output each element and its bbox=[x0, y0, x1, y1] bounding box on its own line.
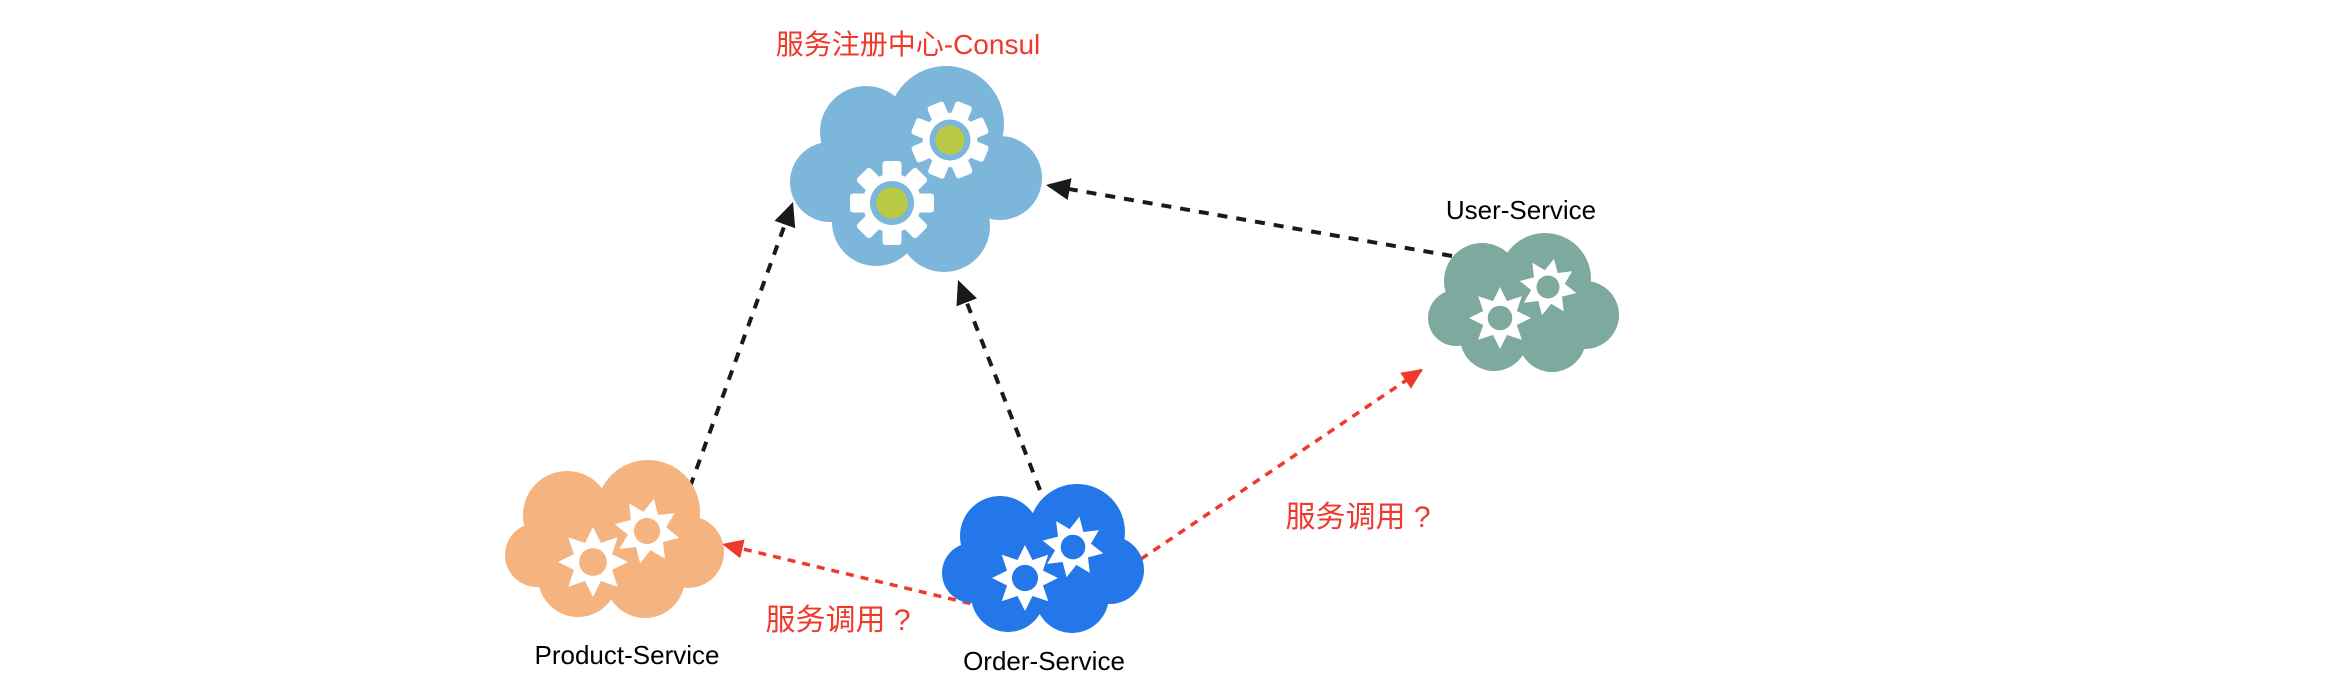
star-gear-icon bbox=[557, 526, 629, 598]
gear-icon bbox=[850, 161, 934, 245]
node-label-user-service: User-Service bbox=[1445, 195, 1597, 225]
edge-label-order-to-user: 服务调用 ? bbox=[1285, 501, 1431, 534]
gear-center-dot bbox=[876, 187, 908, 219]
node-label-order-service: Order-Service bbox=[963, 646, 1125, 676]
user-service-cloud-node bbox=[1428, 233, 1619, 372]
registry-title: 服务注册中心-Consul bbox=[775, 29, 1041, 60]
cloud-icon bbox=[1428, 233, 1619, 372]
star-gear-icon bbox=[1469, 287, 1531, 349]
node-label-product-service: Product-Service bbox=[534, 640, 720, 670]
edges-layer bbox=[688, 178, 1453, 609]
gear-center-dot bbox=[935, 125, 965, 155]
star-gear-icon bbox=[992, 545, 1058, 611]
arrow-order-to-product bbox=[721, 539, 986, 609]
arrow-user-to-consul bbox=[1045, 178, 1453, 258]
star-gear-icon bbox=[1513, 252, 1583, 322]
star-gear-icon bbox=[607, 491, 687, 571]
arrow-order-to-user bbox=[1140, 367, 1424, 561]
edge-label-order-to-product: 服务调用 ? bbox=[765, 604, 911, 637]
arrow-order-to-consul bbox=[956, 279, 1042, 491]
star-gear-icon bbox=[1036, 510, 1110, 584]
order-service-cloud-node bbox=[942, 484, 1144, 633]
product-service-cloud-node bbox=[505, 460, 724, 618]
arrow-product-to-consul bbox=[688, 201, 796, 488]
consul-cloud-node bbox=[790, 66, 1042, 272]
gear-icon bbox=[899, 89, 1001, 191]
